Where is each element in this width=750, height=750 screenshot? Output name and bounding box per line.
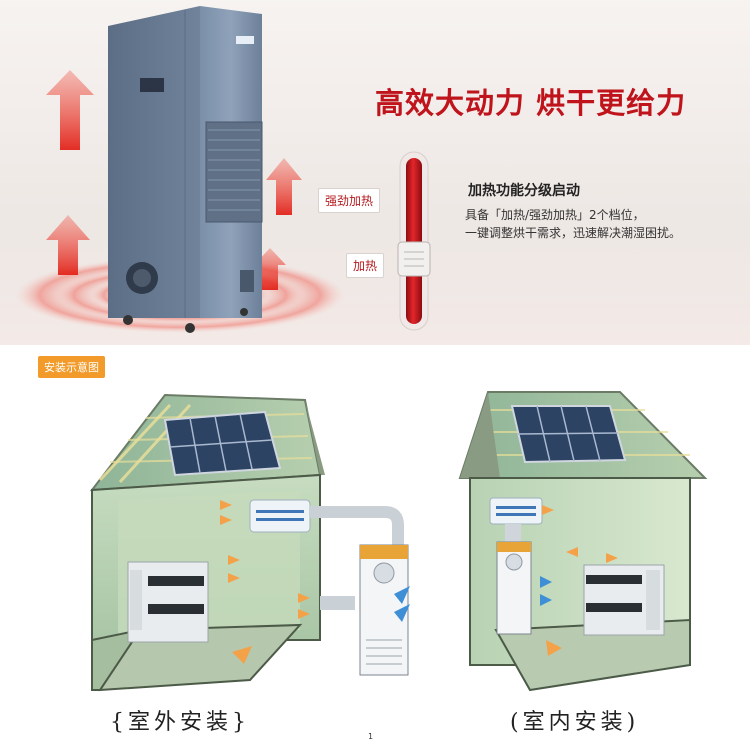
caption-indoor: (室内安装) (510, 710, 640, 735)
heating-desc-line2: 一键调整烘干需求，迅速解决潮湿困扰。 (465, 226, 682, 240)
heating-title: 加热功能分级启动 (468, 183, 580, 199)
outdoor-house (89, 393, 410, 692)
heating-desc-line1: 具备「加热/强劲加热」2个档位， (465, 208, 645, 222)
indoor-house (458, 391, 708, 692)
heat-arrows (46, 70, 302, 290)
heating-level-tube (397, 151, 431, 331)
heating-description: 具备「加热/强劲加热」2个档位， 一键调整烘干需求，迅速解决潮湿困扰。 (465, 206, 681, 242)
headline: 高效大动力 烘干更给力 (375, 86, 687, 120)
dryer-cabinet (108, 6, 263, 333)
label-strong-heating: 强劲加热 (318, 188, 381, 213)
page-number: 1 (368, 732, 374, 741)
label-normal-heating: 加热 (346, 253, 385, 278)
caption-outdoor: {室外安装} (110, 710, 250, 735)
section-tag: 安装示意图 (38, 356, 105, 378)
